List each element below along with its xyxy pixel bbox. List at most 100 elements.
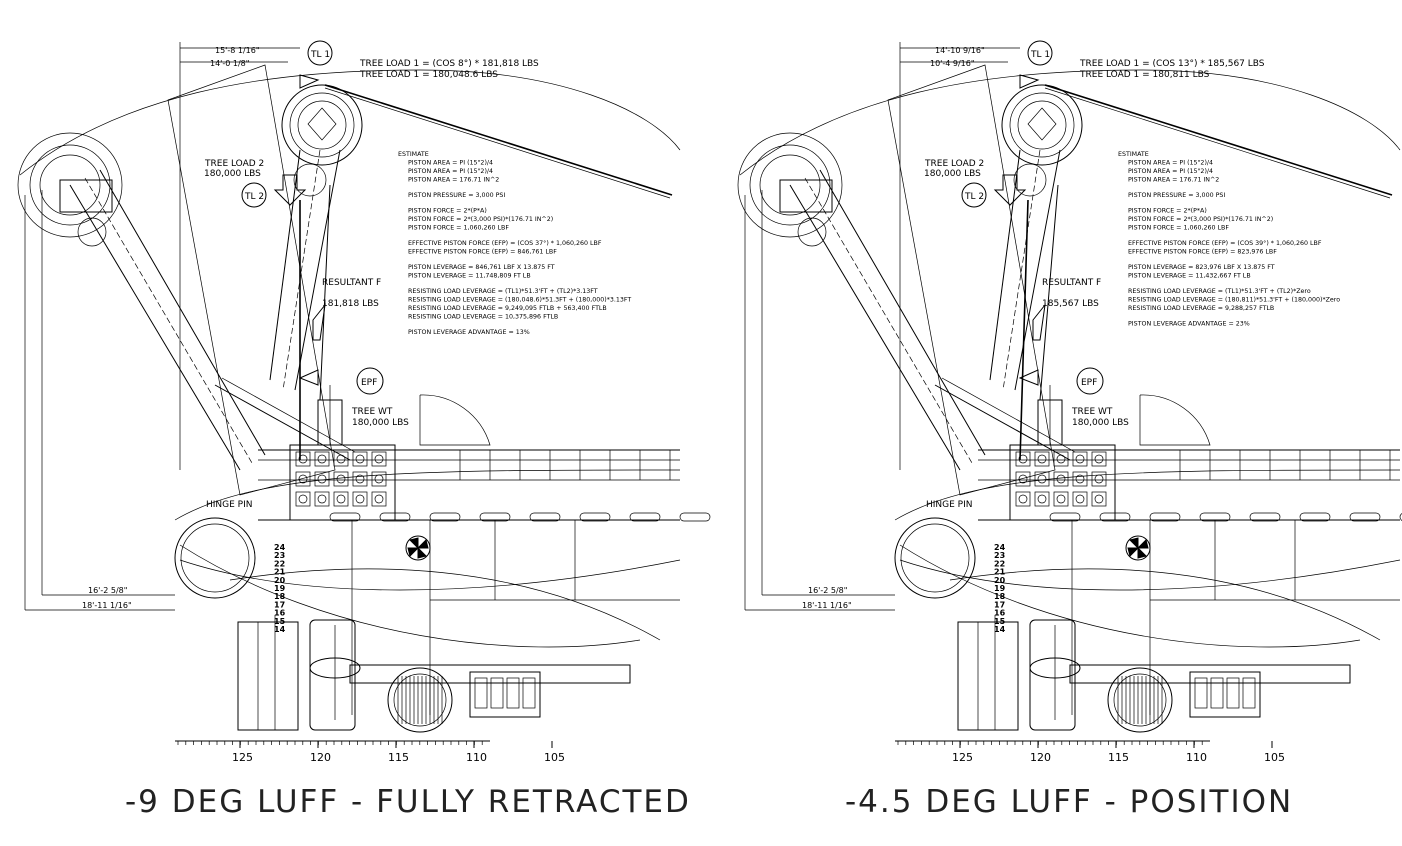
engine-cylinder: [506, 677, 520, 709]
sheave-left-block: [59, 179, 113, 213]
deck-slot: [579, 512, 611, 522]
deck-slot: [1399, 513, 1402, 521]
dim-bottom-inner: 16'-2 5/8": [88, 586, 127, 595]
axis-tick-label: 125: [952, 751, 973, 764]
luff-arc: [739, 69, 1401, 176]
dim-top-outer: 14'-10 9/16": [935, 46, 985, 55]
luff-arc: [19, 69, 681, 176]
hull-line-lower: [179, 559, 681, 591]
panel-title: -9 DEG LUFF - FULLY RETRACTED: [125, 784, 691, 820]
estimate-line: PISTON PRESSURE = 3,000 PSI: [408, 192, 505, 199]
sheave-left-inner: [39, 154, 101, 216]
estimate-line: PISTON LEVERAGE = 846,761 LBF X 13.875 F…: [408, 264, 555, 271]
deck-number: 19: [994, 584, 1006, 593]
deck-slot: [1299, 512, 1331, 522]
machinery-unit: [1034, 451, 1050, 467]
tl2-label: TL 2: [964, 192, 984, 202]
axis-tick-label: 105: [1264, 751, 1285, 764]
estimate-line: RESISTING LOAD LEVERAGE = (TL1)*51.3'FT …: [1128, 288, 1311, 295]
machinery-unit: [1091, 471, 1107, 487]
machinery-unit: [1034, 491, 1050, 507]
engine-cylinder: [1242, 677, 1256, 709]
arm-left-center: [804, 177, 973, 464]
machinery-unit: [295, 471, 311, 487]
deck-number: 14: [274, 625, 286, 634]
sheave-top-outer: [281, 84, 363, 166]
estimate-line: RESISTING LOAD LEVERAGE = 10,375,896 FTL…: [408, 314, 558, 321]
hinge-pin-label: HINGE PIN: [926, 500, 973, 510]
estimate-line: PISTON LEVERAGE ADVANTAGE = 23%: [1128, 321, 1250, 328]
axis-tick-label: 115: [388, 751, 409, 764]
dim-top-outer: 15'-8 1/16": [215, 46, 260, 55]
deck-slot: [1049, 512, 1081, 522]
thruster-housing: [309, 619, 356, 731]
tl2-callout: [961, 182, 987, 208]
deck-number: 21: [274, 568, 286, 577]
estimate-line: PISTON PRESSURE = 3,000 PSI: [1128, 192, 1225, 199]
drive-shaft: [349, 664, 631, 684]
hatch-cover: [1139, 394, 1211, 446]
tree-load-2-arrow-icon: [993, 174, 1027, 206]
estimate-line: EFFECTIVE PISTON FORCE (EFP) = 846,761 L…: [408, 249, 557, 256]
boom-frame: [887, 64, 1056, 496]
tl1-label: TL 1: [1030, 50, 1050, 60]
machinery-gear: [355, 474, 365, 484]
brace-b: [941, 377, 1076, 453]
arm-right-center: [282, 149, 321, 391]
resultant-arrow-icon: [1032, 303, 1046, 341]
machinery-unit: [1053, 491, 1069, 507]
axis-tick-label: 120: [1030, 751, 1051, 764]
wheel-inner: [1113, 673, 1167, 727]
machinery-unit: [1072, 471, 1088, 487]
estimate-line: PISTON LEVERAGE = 11,432,667 FT LB: [1128, 273, 1251, 280]
tl1-label: TL 1: [310, 50, 330, 60]
tree-load-1-arrow-icon: [299, 74, 320, 89]
machinery-gear: [1056, 454, 1066, 464]
arm-right-b: [1014, 149, 1061, 391]
engine-block: [1189, 671, 1261, 718]
machinery-unit: [333, 471, 349, 487]
tree-load-2-value: 180,000 LBS: [924, 169, 981, 179]
axis-tick-label: 120: [310, 751, 331, 764]
sheave-left-pin: [77, 217, 107, 247]
arm-left-b: [819, 169, 986, 456]
machinery-gear: [355, 494, 365, 504]
tree-load-1-value: TREE LOAD 1 = 180,048.6 LBS: [359, 70, 498, 80]
machinery-gear: [1094, 494, 1104, 504]
estimate-line: ESTIMATE: [398, 151, 429, 158]
deck-slot: [629, 512, 661, 522]
sheave-left-outer: [737, 132, 843, 238]
resultant-value: 185,567 LBS: [1042, 299, 1099, 309]
machinery-gear: [1075, 494, 1085, 504]
engine-cylinder: [1194, 677, 1208, 709]
machinery-gear: [1037, 474, 1047, 484]
machinery-unit: [314, 451, 330, 467]
engine-cylinder: [1210, 677, 1224, 709]
deck-number: 23: [274, 551, 285, 560]
machinery-unit: [1091, 491, 1107, 507]
machinery-gear: [336, 454, 346, 464]
axis-tick-label: 105: [544, 751, 565, 764]
tree-wt-label: TREE WT: [1071, 407, 1113, 417]
hatch-cover: [419, 394, 491, 446]
arm-right-a: [989, 149, 1021, 381]
resultant-label: RESULTANT F: [1042, 278, 1101, 288]
cable-secondary: [1044, 87, 1391, 199]
arm-left-a: [69, 184, 241, 471]
arm-right-a: [269, 149, 301, 381]
deck-number: 16: [994, 609, 1006, 618]
boom-frame: [167, 64, 336, 496]
hull-line-upper: [894, 469, 1401, 521]
epf-callout: [356, 367, 384, 395]
machinery-gear: [1075, 474, 1085, 484]
deck-number: 24: [274, 543, 286, 552]
estimate-line: ESTIMATE: [1118, 151, 1149, 158]
machinery-unit: [352, 451, 368, 467]
machinery-gear: [1056, 494, 1066, 504]
deck-number: 22: [994, 559, 1005, 568]
hinge-pin-label: HINGE PIN: [206, 500, 253, 510]
resultant-label: RESULTANT F: [322, 278, 381, 288]
tree-load-2-arrow-icon: [273, 174, 307, 206]
